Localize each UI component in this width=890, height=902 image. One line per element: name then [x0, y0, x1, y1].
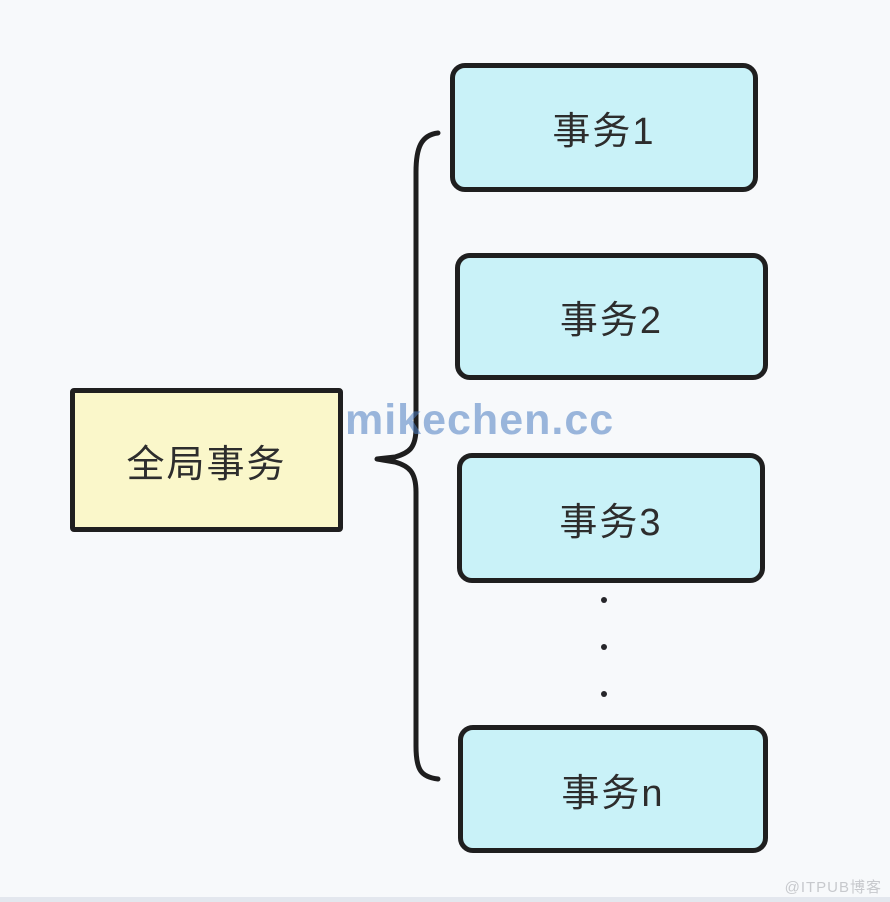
watermark-mikechen: mikechen.cc [345, 396, 615, 444]
node-transaction-1-label: 事务1 [552, 111, 656, 153]
node-global-transaction-label: 全局事务 [126, 443, 287, 486]
ellipsis-dot [601, 644, 607, 650]
node-transaction-1: 事务1 [450, 63, 758, 192]
watermark-itpub: @ITPUB博客 [784, 879, 882, 896]
ellipsis-dot [601, 597, 607, 603]
node-transaction-2-label: 事务2 [559, 300, 664, 342]
node-transaction-n-label: 事务n [561, 772, 665, 815]
ellipsis [600, 597, 608, 697]
node-transaction-n: 事务n [458, 725, 768, 853]
node-transaction-2: 事务2 [455, 253, 768, 380]
node-transaction-3: 事务3 [457, 453, 765, 583]
node-global-transaction: 全局事务 [70, 388, 343, 532]
ellipsis-dot [601, 691, 607, 697]
node-transaction-3-label: 事务3 [559, 501, 663, 544]
